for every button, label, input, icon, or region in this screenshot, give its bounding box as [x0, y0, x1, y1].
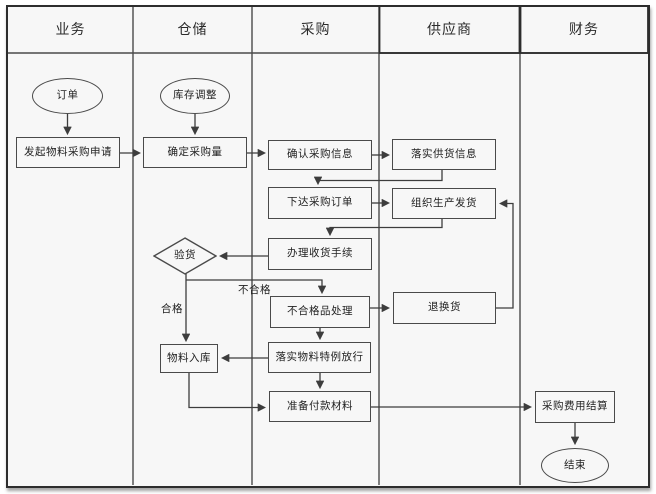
node-nonconforming-handling: 不合格品处理: [270, 296, 370, 328]
node-prepare-payment: 准备付款材料: [269, 391, 371, 422]
diamond-shape: [153, 237, 217, 275]
lane-header-purchasing: 采购: [300, 21, 331, 37]
node-expense-settlement: 采购费用结算: [535, 391, 615, 423]
node-material-warehousing: 物料入库: [160, 344, 218, 373]
lane-header-finance: 财务: [569, 21, 599, 37]
node-confirm-supply-info: 落实供货信息: [392, 139, 496, 170]
node-order: 订单: [32, 78, 103, 114]
node-exception-release: 落实物料特例放行: [268, 342, 371, 373]
node-return-exchange: 退换货: [393, 292, 496, 324]
diamond-label: 验货: [174, 249, 196, 262]
node-handle-receipt: 办理收货手续: [268, 238, 372, 270]
edge-label-fail: 不合格: [238, 284, 271, 296]
node-confirm-purchase-info: 确认采购信息: [268, 140, 372, 170]
node-issue-purchase-order: 下达采购订单: [268, 187, 372, 219]
lane-header-warehouse: 仓储: [177, 21, 208, 37]
lane-header-business: 业务: [55, 21, 86, 37]
lane-header-supplier: 供应商: [427, 21, 472, 37]
node-organize-shipping: 组织生产发货: [392, 188, 496, 219]
node-determine-qty: 确定采购量: [143, 137, 247, 168]
node-inspect-goods: 验货: [153, 237, 217, 275]
node-inventory-adjust: 库存调整: [160, 78, 230, 114]
node-end: 结束: [541, 448, 609, 483]
edge-label-pass: 合格: [161, 303, 183, 315]
node-initiate-request: 发起物料采购申请: [16, 137, 120, 168]
